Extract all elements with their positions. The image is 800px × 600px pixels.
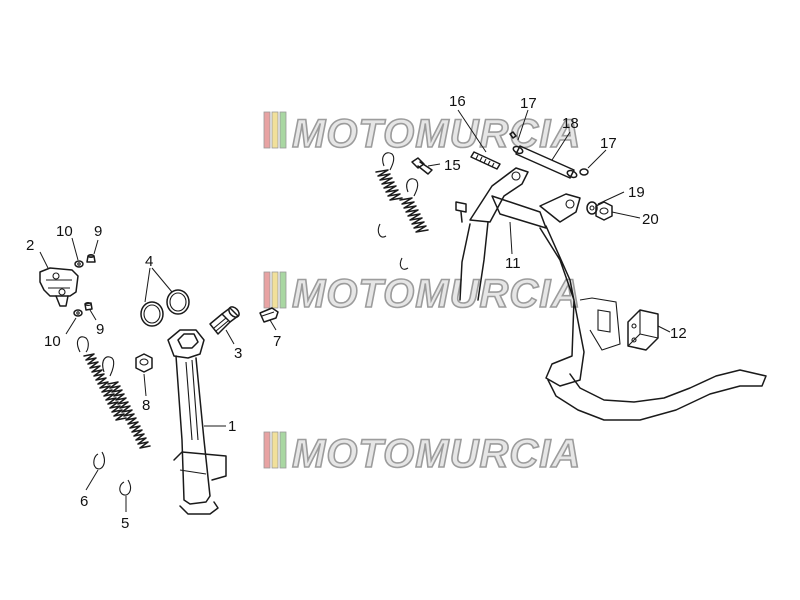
- watermark-middle: MOTOMURCIA: [263, 271, 581, 317]
- watermark-text: MOTOMURCIA: [292, 432, 581, 476]
- center-stand-spring-right: [399, 178, 429, 270]
- part-6-spring-long: [77, 336, 127, 470]
- part-19-washer: [586, 201, 598, 215]
- watermark-stripe-yellow: [271, 271, 279, 309]
- part-11-center-stand: [459, 167, 767, 421]
- callout-17: 17: [520, 95, 537, 112]
- part-17-clip-left: [509, 131, 517, 139]
- callout-8: 8: [142, 397, 150, 414]
- watermark-text: MOTOMURCIA: [292, 112, 581, 156]
- leader-12: [657, 325, 671, 333]
- watermark-stripe-green: [279, 271, 287, 309]
- watermark-stripe-yellow: [271, 431, 279, 469]
- center-stand-spring-left: [375, 152, 403, 238]
- watermark-stripe-red: [263, 271, 271, 309]
- leader-16: [457, 109, 487, 153]
- watermark-stripe-red: [263, 111, 271, 149]
- part-9-screw-bottom: [84, 301, 93, 311]
- part-2-side-stand-switch: [39, 267, 79, 307]
- part-7-clip: [259, 307, 279, 323]
- callout-2: 2: [26, 237, 34, 254]
- callout-11: 11: [505, 255, 521, 272]
- leader-9-top: [93, 239, 99, 255]
- leader-lines: [39, 109, 671, 512]
- callout-5: 5: [121, 515, 129, 532]
- watermark-text: MOTOMURCIA: [292, 272, 581, 316]
- callout-10: 10: [56, 223, 73, 240]
- leader-20: [611, 211, 641, 219]
- leader-8: [143, 373, 147, 397]
- callout-12: 12: [670, 325, 687, 342]
- callout-15: 15: [444, 157, 461, 174]
- callout-9: 9: [94, 223, 102, 240]
- leader-10-bottom: [65, 317, 77, 335]
- callout-20: 20: [642, 211, 659, 228]
- part-1-side-stand: [167, 329, 227, 515]
- leader-4-a: [144, 267, 151, 303]
- watermark-stripe-yellow: [271, 111, 279, 149]
- watermark-top: MOTOMURCIA: [263, 111, 581, 157]
- callout-6: 6: [80, 493, 88, 510]
- watermark-stripe-red: [263, 431, 271, 469]
- callout-19: 19: [628, 184, 645, 201]
- part-3-pivot-bolt: [209, 306, 240, 335]
- part-17-clip-right: [579, 168, 589, 176]
- part-20-nut: [595, 201, 613, 221]
- part-10-washer-top: [74, 260, 84, 268]
- leader-9-bottom: [89, 309, 97, 321]
- callout-4: 4: [145, 253, 153, 270]
- part-12-rubber-pad: [627, 309, 659, 351]
- callout-10: 10: [44, 333, 61, 350]
- part-9-screw-top: [86, 253, 96, 263]
- callout-labels: 2 10 9 10 9 4 3 7 8 1 6 5 15 16 17 18 17…: [26, 93, 687, 532]
- leader-7: [269, 319, 277, 331]
- part-18-pin: [512, 145, 578, 179]
- part-15-bolt: [411, 157, 433, 175]
- leader-18: [551, 131, 571, 161]
- leader-11: [509, 221, 513, 255]
- leader-17-right: [587, 149, 607, 169]
- callout-18: 18: [562, 115, 579, 132]
- watermark-bottom: MOTOMURCIA: [263, 431, 581, 477]
- callout-1: 1: [228, 418, 236, 435]
- leader-17-left: [517, 109, 529, 141]
- leader-2: [39, 251, 49, 269]
- part-8-nut: [135, 353, 153, 373]
- part-16-long-bolt: [470, 151, 501, 170]
- part-4-o-rings: [140, 289, 190, 327]
- callout-16: 16: [449, 93, 466, 110]
- watermark-stripe-green: [279, 111, 287, 149]
- leader-19: [597, 191, 625, 205]
- leader-3: [225, 329, 235, 345]
- leader-6: [85, 469, 99, 491]
- leader-10-top: [71, 237, 79, 261]
- callout-7: 7: [273, 333, 281, 350]
- leader-4-b: [151, 267, 173, 293]
- watermark-stripe-green: [279, 431, 287, 469]
- frame-mount-bolt: [455, 201, 467, 223]
- callout-17: 17: [600, 135, 617, 152]
- part-5-spring-short: [102, 356, 151, 496]
- callout-9: 9: [96, 321, 104, 338]
- leader-15: [427, 163, 441, 167]
- callout-3: 3: [234, 345, 242, 362]
- part-10-washer-bottom: [73, 309, 83, 317]
